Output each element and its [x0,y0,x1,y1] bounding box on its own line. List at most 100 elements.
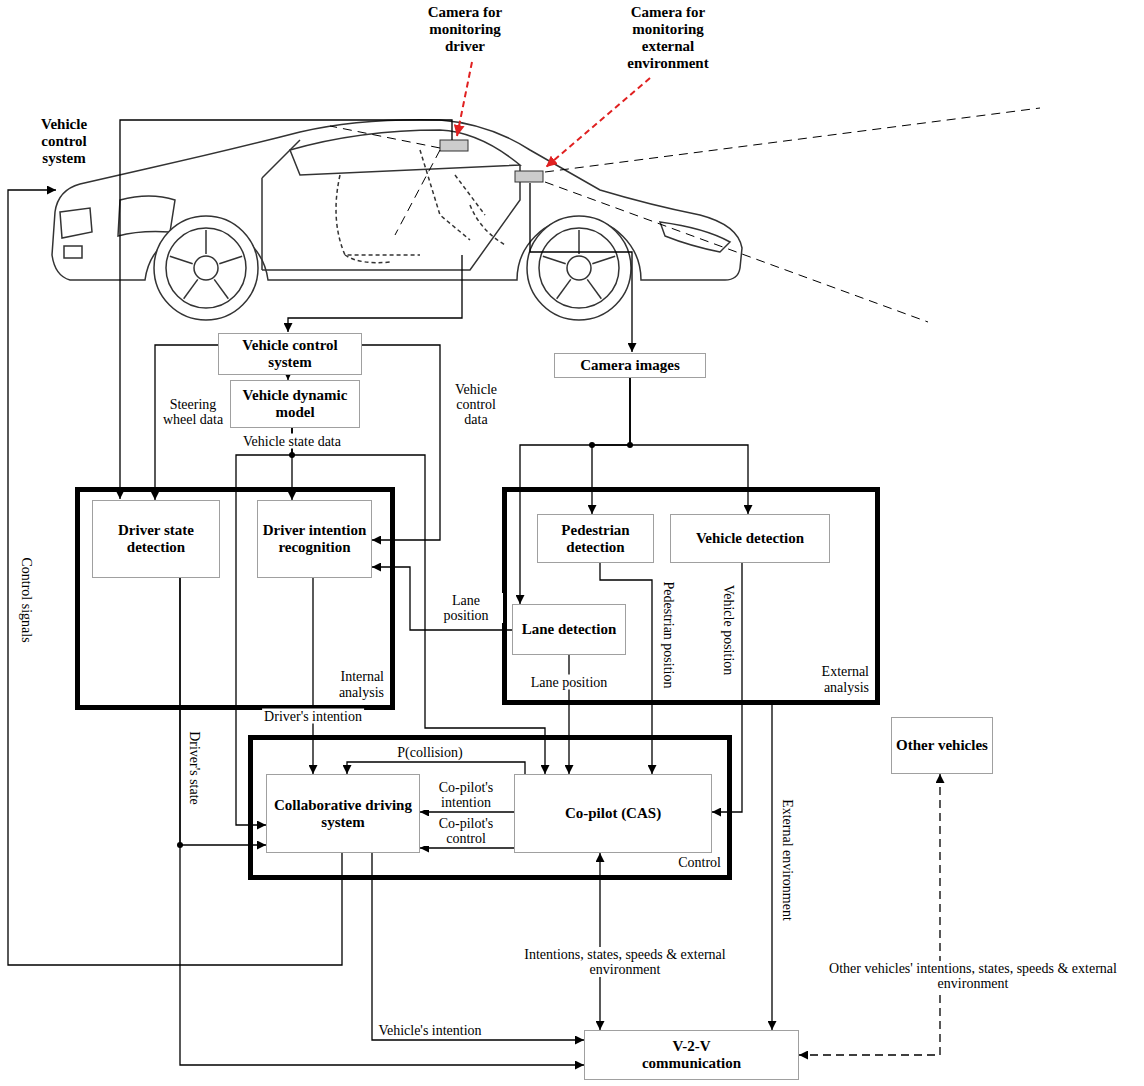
wheel [154,216,258,320]
wheel-spoke [205,230,207,254]
wheel-spoke [214,279,228,298]
connector-arrow [592,378,630,514]
junction-dot [177,842,183,848]
process-box: Other vehicles [891,717,993,774]
box-label: Pedestrian detection [541,522,650,556]
wire-label: Control signals [18,557,35,642]
connector-arrow [420,811,514,812]
edge-label: Pedestrian position [661,580,676,691]
box-label: Collaborative driving system [270,797,416,831]
callout-label: Camera for monitoring external environme… [612,4,724,72]
wheel-hub [194,256,218,280]
box-label: Lane detection [522,621,617,638]
car-outline [52,120,742,320]
car-grille [60,208,92,258]
signal-wire [530,183,632,352]
edge-label: Co-pilot's intention [424,780,508,810]
edge-label: Driver's state [187,729,202,807]
edge-label: Vehicle state data [241,434,343,449]
camera-view [330,108,1040,322]
car-headlight [660,222,730,252]
callout-arrow [546,78,650,167]
box-label: Vehicle control system [222,337,358,371]
connector-arrow [362,345,440,540]
process-box: Co-pilot (CAS) [514,774,712,853]
edge-label: Intentions, states, speeds & external en… [503,947,747,977]
box-label: Other vehicles [896,737,988,754]
box-label: Vehicle dynamic model [234,387,356,421]
edge-label: Other vehicles' intentions, states, spee… [806,961,1140,991]
connector-arrow [312,578,313,774]
edge-label: Driver's intention [262,709,364,724]
car-door [262,140,520,270]
box-label: Co-pilot (CAS) [565,805,661,822]
signal-wire [120,120,452,499]
edge-label: Co-pilot's control [424,816,508,846]
junction-dot [627,442,633,448]
wheel-spoke [557,279,571,298]
box-label: Camera images [580,357,680,374]
group-title: Internal analysis [312,669,384,701]
driver-camera [440,140,468,151]
connector-arrow [630,378,748,514]
connector-arrow [420,847,514,848]
car-intake [118,196,175,236]
process-box: Vehicle detection [670,514,830,563]
wheel [527,216,631,320]
connector-arrow [568,655,569,774]
edge-label: Lane position [529,675,610,690]
wheel-spoke [587,279,601,298]
group-box: Internal analysis Driver state detection D… [75,487,395,710]
process-box: Camera images [554,353,706,378]
wheel-spoke [543,256,566,263]
edge-label: External environment [780,797,795,923]
group-box: External analysisPedestrian detectionVeh… [502,487,880,705]
wheel-spoke [578,230,580,254]
connector-arrow [712,563,742,812]
junction-dot [289,452,295,458]
external-camera [515,171,543,182]
edge-label: P(collision) [395,745,464,760]
connector-arrow [600,563,652,774]
process-box: Collaborative driving system [266,774,420,853]
callout-arrow [457,62,650,167]
connector-arrow [180,578,266,845]
wheel-spoke [592,256,615,263]
car-seat [336,150,470,263]
callout-label: Vehicle control system [24,116,104,167]
car-window [290,130,520,175]
group-title: Control [678,855,721,871]
callout-label: Camera for monitoring driver [409,4,521,55]
wheel-spoke [184,279,198,298]
wheel-hub [567,256,591,280]
process-box: V-2-V communication [584,1030,799,1080]
process-box: Vehicle control system [218,333,362,375]
edge-label: Lane position [429,593,503,623]
view-line [395,150,440,235]
process-box: Vehicle dynamic model [230,380,360,428]
process-box: Lane detection [512,604,626,655]
edge-label: Vehicle control data [444,382,508,427]
callout-arrow [457,62,472,136]
process-box: Driver state detection [92,500,220,578]
wheel-rim [539,228,619,308]
connector-arrow [799,774,940,1055]
process-box: Pedestrian detection [537,514,654,563]
wheel-spoke [219,256,242,263]
connector-arrow [347,762,525,774]
wheel-spoke [170,256,193,263]
view-line [545,108,1040,172]
box-label: V-2-V communication [634,1038,749,1072]
edge-label: Steering wheel data [159,397,227,427]
junction-dot [589,442,595,448]
signal-wire [288,255,462,332]
box-label: Vehicle detection [696,530,804,547]
car-steering [455,175,505,245]
connector-arrow [771,705,772,1030]
edge-label: Vehicle's intention [376,1023,483,1038]
edge-label: Vehicle position [721,583,736,678]
process-box: Driver intention recognition [257,500,372,578]
box-label: Driver state detection [96,522,216,556]
group-title: External analysis [797,664,869,696]
